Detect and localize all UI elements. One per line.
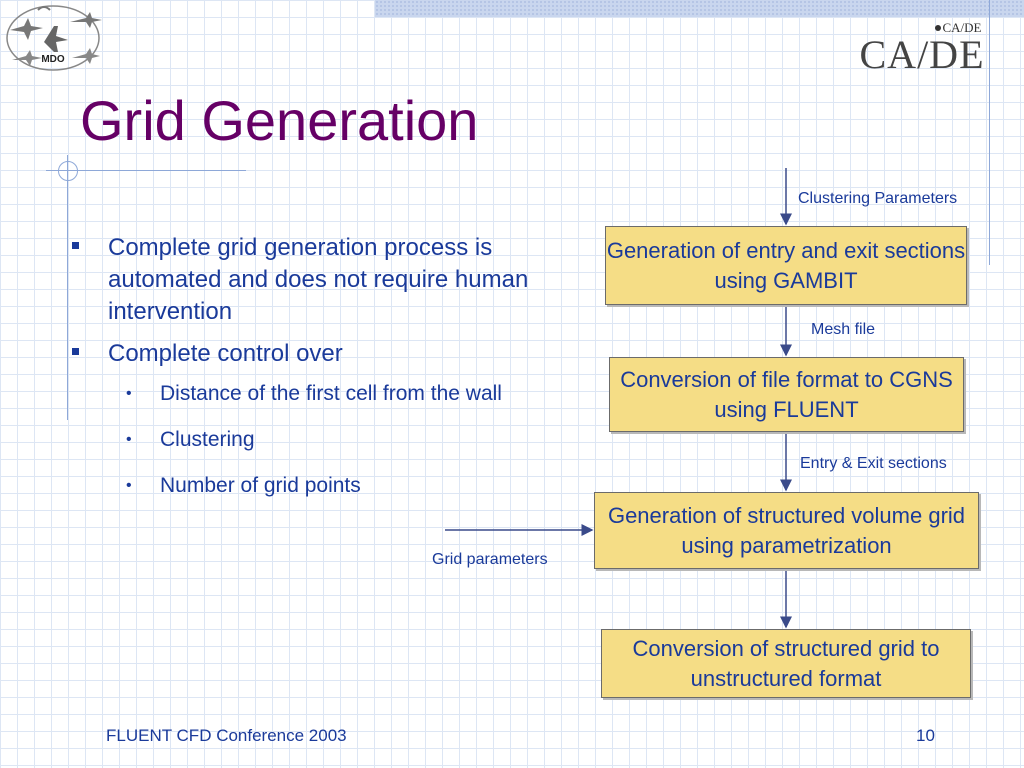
mdo-logo-text: MDO bbox=[41, 54, 65, 65]
flow-box-unstructured: Conversion of structured grid to unstruc… bbox=[601, 629, 971, 698]
square-bullet-icon bbox=[72, 242, 79, 249]
flow-box-text: Generation of structured volume grid usi… bbox=[607, 502, 966, 558]
footer-conference: FLUENT CFD Conference 2003 bbox=[106, 726, 347, 745]
slide-title: Grid Generation bbox=[80, 89, 479, 152]
label-clustering-parameters: Clustering Parameters bbox=[798, 190, 958, 207]
dot-bullet-icon: • bbox=[126, 477, 132, 494]
page-number: 10 bbox=[916, 726, 935, 745]
sub-bullet-text: Clustering bbox=[160, 428, 255, 451]
bullet-text: Complete control over bbox=[108, 340, 343, 367]
header-band bbox=[375, 0, 1024, 17]
dot-bullet-icon: • bbox=[126, 385, 132, 402]
label-mesh-file: Mesh file bbox=[811, 321, 876, 338]
dot-bullet-icon: • bbox=[126, 431, 132, 448]
flow-box-fluent: Conversion of file format to CGNS using … bbox=[609, 357, 964, 432]
label-grid-parameters: Grid parameters bbox=[432, 551, 548, 568]
sub-bullet-item: • Number of grid points bbox=[72, 472, 592, 500]
sub-bullet-item: • Clustering bbox=[72, 426, 592, 454]
flow-box-text: Conversion of structured grid to unstruc… bbox=[632, 635, 940, 691]
bullet-item: Complete control over bbox=[72, 338, 592, 370]
sub-bullet-text: Number of grid points bbox=[160, 474, 361, 497]
rule-crosshair-circle bbox=[58, 161, 78, 181]
left-vertical-rule bbox=[67, 155, 68, 420]
flow-box-structured-volume: Generation of structured volume grid usi… bbox=[594, 492, 979, 569]
mdo-logo: MDO bbox=[2, 0, 104, 74]
label-entry-exit-sections: Entry & Exit sections bbox=[800, 455, 947, 472]
bullet-item: Complete grid generation process is auto… bbox=[72, 232, 592, 328]
cade-logo-small-text: CA/DE bbox=[943, 20, 982, 35]
cade-logo: CA/DE CA/DE bbox=[850, 18, 995, 82]
cade-logo-text: CA/DE bbox=[860, 32, 985, 77]
flow-box-text: Conversion of file format to CGNS using … bbox=[620, 366, 953, 422]
bullet-text: Complete grid generation process is auto… bbox=[108, 234, 529, 325]
flow-box-gambit: Generation of entry and exit sections us… bbox=[605, 226, 967, 305]
flow-box-text: Generation of entry and exit sections us… bbox=[606, 237, 966, 293]
sub-bullet-item: • Distance of the first cell from the wa… bbox=[72, 380, 592, 408]
title-underline bbox=[46, 170, 246, 171]
right-vertical-rule bbox=[989, 0, 990, 265]
sub-bullet-text: Distance of the first cell from the wall bbox=[160, 382, 502, 405]
square-bullet-icon bbox=[72, 348, 79, 355]
bullet-list: Complete grid generation process is auto… bbox=[72, 232, 592, 518]
